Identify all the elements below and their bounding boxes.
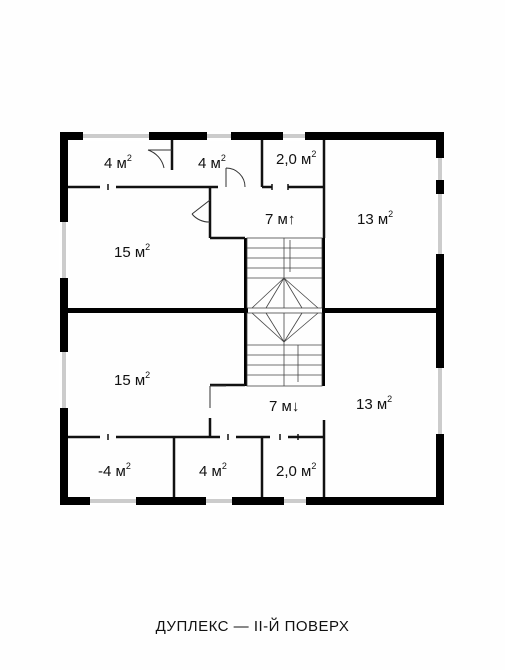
windows [59,131,445,506]
interior-walls [68,140,326,497]
stairs-lower [246,312,323,387]
room-bottom-wc-left-label: -4 м2 [98,461,131,480]
stairs-upper [246,237,323,309]
room-bottom-closet-label: 2,0 м2 [276,461,316,480]
room-top-closet-label: 2,0 м2 [276,149,316,168]
room-bottom-hall-label: 7 м↓ [269,398,299,415]
room-top-bedroom-right-label: 13 м2 [357,209,393,228]
room-top-wc-left-label: 4 м2 [104,153,132,172]
door-ticks [107,184,299,440]
room-bottom-bath-label: 4 м2 [199,461,227,480]
room-bottom-bedroom-right-label: 13 м2 [356,394,392,413]
plan-caption: ДУПЛЕКС — ІІ-Й ПОВЕРХ [155,618,350,635]
doors [147,149,246,408]
room-bottom-bedroom-left-label: 15 м2 [114,370,150,389]
party-wall [60,238,444,386]
room-top-bath-label: 4 м2 [198,153,226,172]
outer-walls [60,132,444,505]
room-labels: 4 м2 4 м2 2,0 м2 7 м↑ 13 м2 15 м2 15 м2 … [98,149,393,480]
room-top-bedroom-left-label: 15 м2 [114,242,150,261]
room-top-hall-label: 7 м↑ [265,211,295,228]
